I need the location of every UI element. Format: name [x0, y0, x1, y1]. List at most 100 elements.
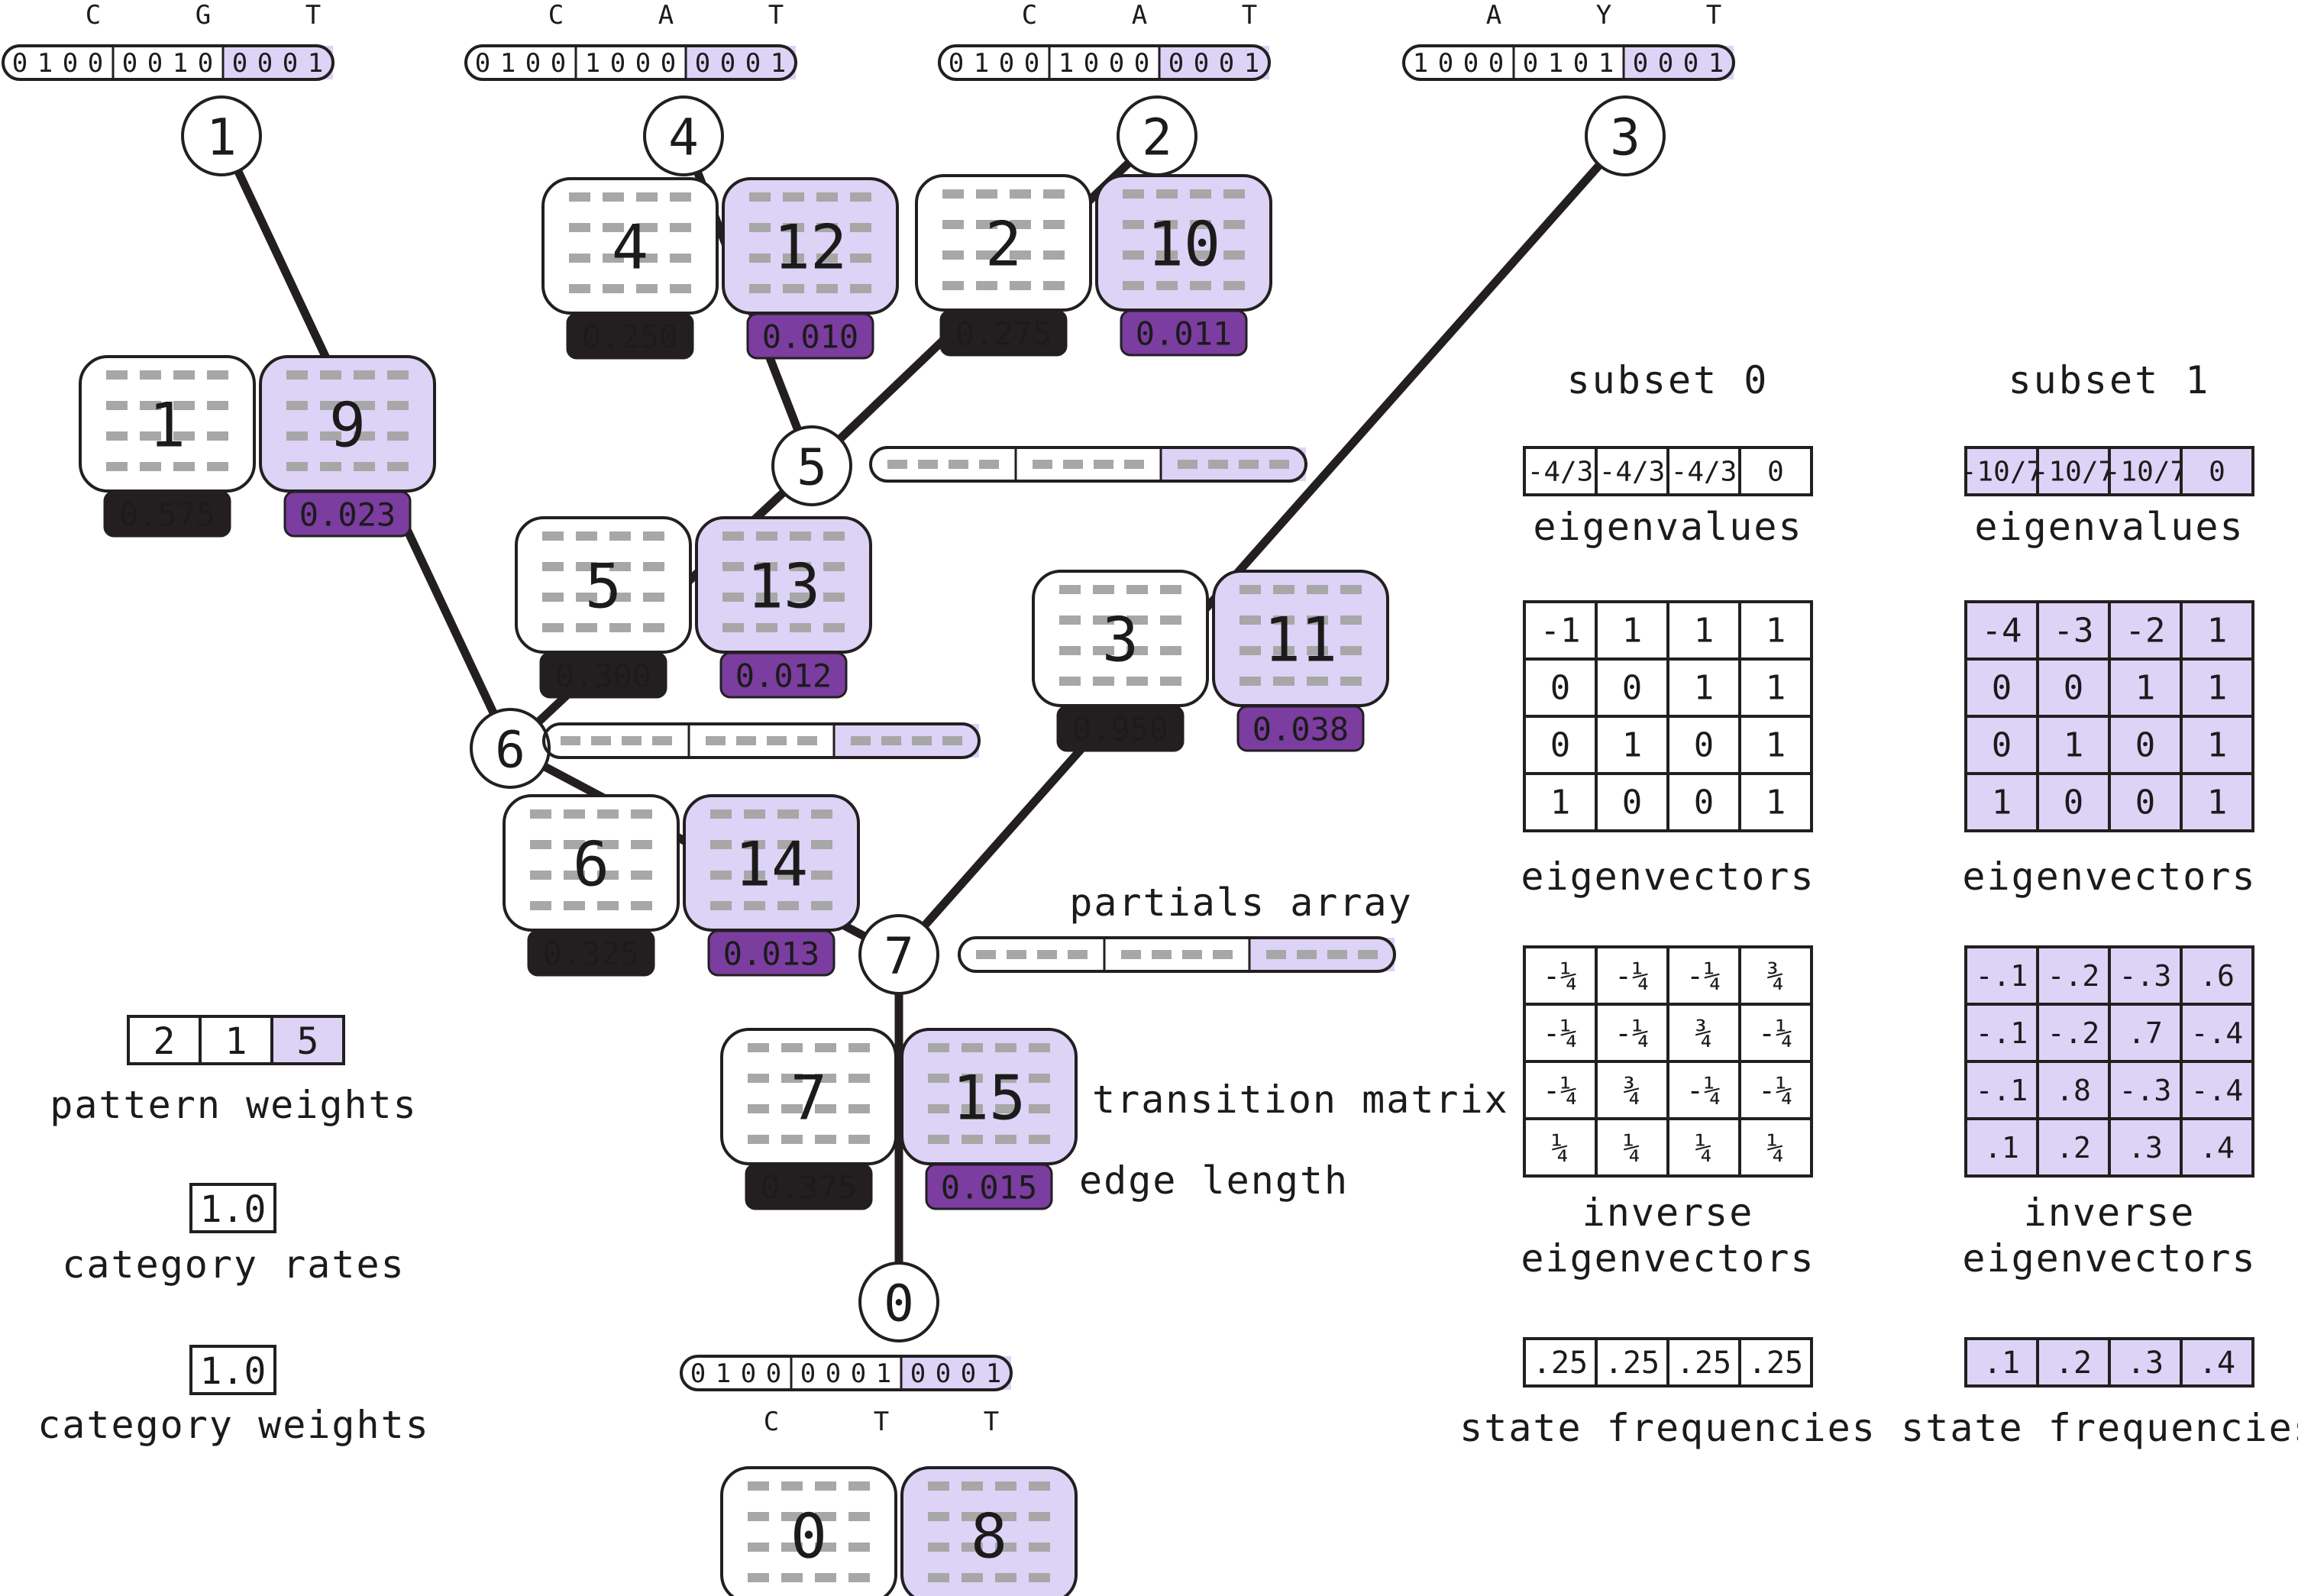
root-sequence-outline: [680, 1355, 1013, 1391]
transition-matrix-0-dash: [748, 1543, 769, 1552]
subset-1-eigenvector-value: -3: [2054, 612, 2094, 651]
subset-1-eigenvalue: 0: [2209, 457, 2225, 488]
transition-matrix-0-dash: [781, 1512, 803, 1521]
subset-1-eigenvector-cell: [2108, 715, 2183, 775]
transition-matrix-8-dash: [1029, 1543, 1050, 1552]
subset-0-inverse-cell: [1595, 1003, 1669, 1063]
transition-matrix-13-dash: [823, 623, 845, 632]
partials-strip-node-6-dash: [942, 736, 962, 745]
tip-sequence-3-bit: 0: [1463, 48, 1479, 79]
subset-1-inverse-value: -.2: [2048, 1016, 2100, 1050]
transition-matrix-14-dash: [811, 871, 832, 880]
subset-0-eigenvector-value: 0: [1622, 669, 1643, 708]
transition-matrix-8-dash: [995, 1512, 1016, 1521]
transition-matrix-14-dash: [710, 840, 732, 849]
partials-strip-node-5-dash: [1124, 460, 1144, 469]
transition-matrix-2-dash: [1043, 250, 1065, 260]
subset-0-inverse-value: ¼: [1767, 1131, 1785, 1165]
tip-sequence-2-bit: 0: [1084, 48, 1099, 79]
transition-matrix-4-dash: [603, 192, 624, 202]
transition-matrix-11-dash: [1239, 615, 1261, 625]
tip-sequence-1-bit: 0: [63, 48, 78, 79]
transition-matrix-9-dash: [387, 431, 409, 441]
transition-matrix-2-dash: [1010, 220, 1031, 229]
transition-matrix-1-dash: [106, 462, 128, 471]
subset-1-eigenvector-value: 1: [2207, 612, 2228, 651]
transition-matrix-3-dash: [1093, 677, 1114, 686]
transition-matrix-9-dash: [320, 401, 341, 410]
tip-sequence-4-bit: 0: [551, 48, 566, 79]
tip-3-base: A: [1486, 0, 1501, 31]
transition-matrix-12-dash: [816, 254, 838, 263]
transition-matrix-7-dash: [748, 1104, 769, 1113]
tip-sequence-3-bit: 1: [1413, 48, 1428, 79]
transition-matrix-12-dash: [783, 192, 804, 202]
transition-matrix-3-dash: [1093, 646, 1114, 655]
tip-sequence-3-bit: 1: [1548, 48, 1563, 79]
subset-0-eigenvalue-cell: [1523, 446, 1598, 496]
partials-strip-node-7-dash: [1068, 950, 1088, 959]
transition-matrix-3-dash: [1059, 615, 1081, 625]
transition-matrix-14-dash: [777, 871, 799, 880]
transition-matrix-10-dash: [1190, 189, 1211, 199]
subset-1-eigenvector-value: -4: [1982, 612, 2022, 651]
subset-1-eigenvector-value: 1: [2207, 726, 2228, 765]
transition-matrix-15-dash: [1029, 1074, 1050, 1083]
subset-0-inverse-value: -¼: [1543, 1074, 1578, 1107]
transition-matrix-10-dash: [1156, 189, 1178, 199]
edge-length-6-value: 0.325: [543, 935, 639, 973]
subset-1-inverse-value: .1: [1984, 1131, 2019, 1165]
tip-sequence-1-bit: 0: [283, 48, 298, 79]
transition-matrix-0-dash: [815, 1512, 836, 1521]
tip-1-base: T: [305, 0, 321, 31]
transition-matrix-8-dash: [962, 1573, 983, 1582]
subset-1-inverse-cell: [2180, 1003, 2254, 1063]
edge-length-label: edge length: [1079, 1158, 1349, 1203]
tip-sequence-3-bit: 0: [1683, 48, 1698, 79]
partials-strip-node-6-dash: [767, 736, 787, 745]
transition-matrix-14-label: 14: [735, 829, 808, 900]
transition-matrix-10-label: 10: [1147, 209, 1220, 280]
subset-1-inverse-cell: [2180, 1117, 2254, 1178]
transition-matrix-4-dash: [636, 284, 658, 293]
transition-matrix-0-dash: [848, 1543, 870, 1552]
transition-matrix-6-dash: [564, 901, 585, 910]
category-weights-label: category weights: [37, 1403, 430, 1447]
transition-matrix-6-dash: [631, 840, 652, 849]
subset-0-inverse-cell: [1738, 1060, 1813, 1120]
subset-0-inverse-value: ¼: [1552, 1131, 1569, 1165]
root-sequence-bit: 0: [826, 1359, 841, 1389]
partials-strip-node-5-outline: [869, 446, 1307, 483]
partials-strip-node-6-dash: [881, 736, 901, 745]
tip-sequence-1-bit: 0: [198, 48, 213, 79]
transition-matrix-12-dash: [816, 284, 838, 293]
root-sequence-bit: 0: [936, 1359, 951, 1389]
subset-1-eigenvector-value: 1: [2135, 669, 2156, 708]
category-weights-value: 1.0: [200, 1350, 267, 1393]
edge-length-14-value: 0.013: [723, 935, 819, 973]
subset-1-frequency: .1: [1983, 1346, 2020, 1381]
transition-matrix-6-dash: [631, 901, 652, 910]
subset-1-inverse-cell: [1964, 1060, 2039, 1120]
transition-matrix-15-dash: [1029, 1104, 1050, 1113]
transition-matrix-7-dash: [748, 1043, 769, 1052]
transition-matrix-10-dash: [1123, 281, 1144, 290]
subset-0-eigenvector-value: 1: [1622, 612, 1643, 651]
transition-matrix-9-dash: [286, 462, 308, 471]
transition-matrix-14-dash: [710, 809, 732, 819]
category-rates-label: category rates: [62, 1242, 405, 1287]
tip-sequence-1-bit: 1: [308, 48, 323, 79]
partials-strip-node-6-outline: [542, 722, 981, 759]
transition-matrix-8-dash: [928, 1512, 949, 1521]
transition-matrix-4-dash: [569, 284, 590, 293]
subset-1-eigenvector-value: -2: [2125, 612, 2166, 651]
subset-0-inverse-value: -¼: [1614, 959, 1650, 993]
tip-sequence-4-bit: 0: [610, 48, 625, 79]
subset-1-eigenvector-value: 1: [2207, 783, 2228, 822]
transition-matrix-1-dash: [173, 431, 195, 441]
subset-1-frequency-cell: [2180, 1337, 2254, 1388]
category-rates-cell: [189, 1183, 276, 1233]
transition-matrix-4-dash: [670, 192, 691, 202]
partials-strip-node-5-dash: [1208, 460, 1228, 469]
